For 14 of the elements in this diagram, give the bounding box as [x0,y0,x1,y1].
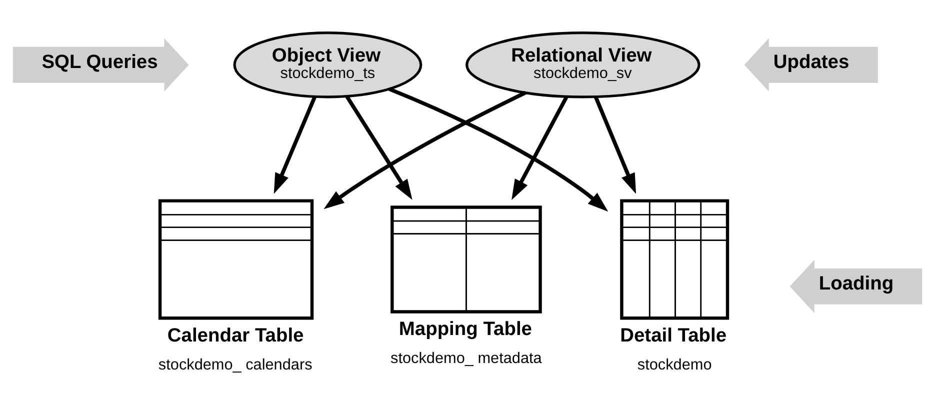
node-label: stockdemo [637,356,712,373]
arrow [594,95,636,194]
node-ellipse: Object View stockdemo_ts [233,31,422,98]
node-label: stockdemo_ metadata [390,349,542,366]
arrow [512,95,568,200]
arrow [388,86,608,212]
node-label: stockdemo_ calendars [158,356,312,373]
node-label: Detail Table [620,325,727,346]
arrow [345,94,412,200]
node-label: Calendar Table [167,325,304,346]
arrow [324,90,526,209]
node-label: Mapping Table [398,318,532,340]
node-ellipse: Relational View stockdemo_sv [466,31,700,98]
arrow [274,95,317,194]
